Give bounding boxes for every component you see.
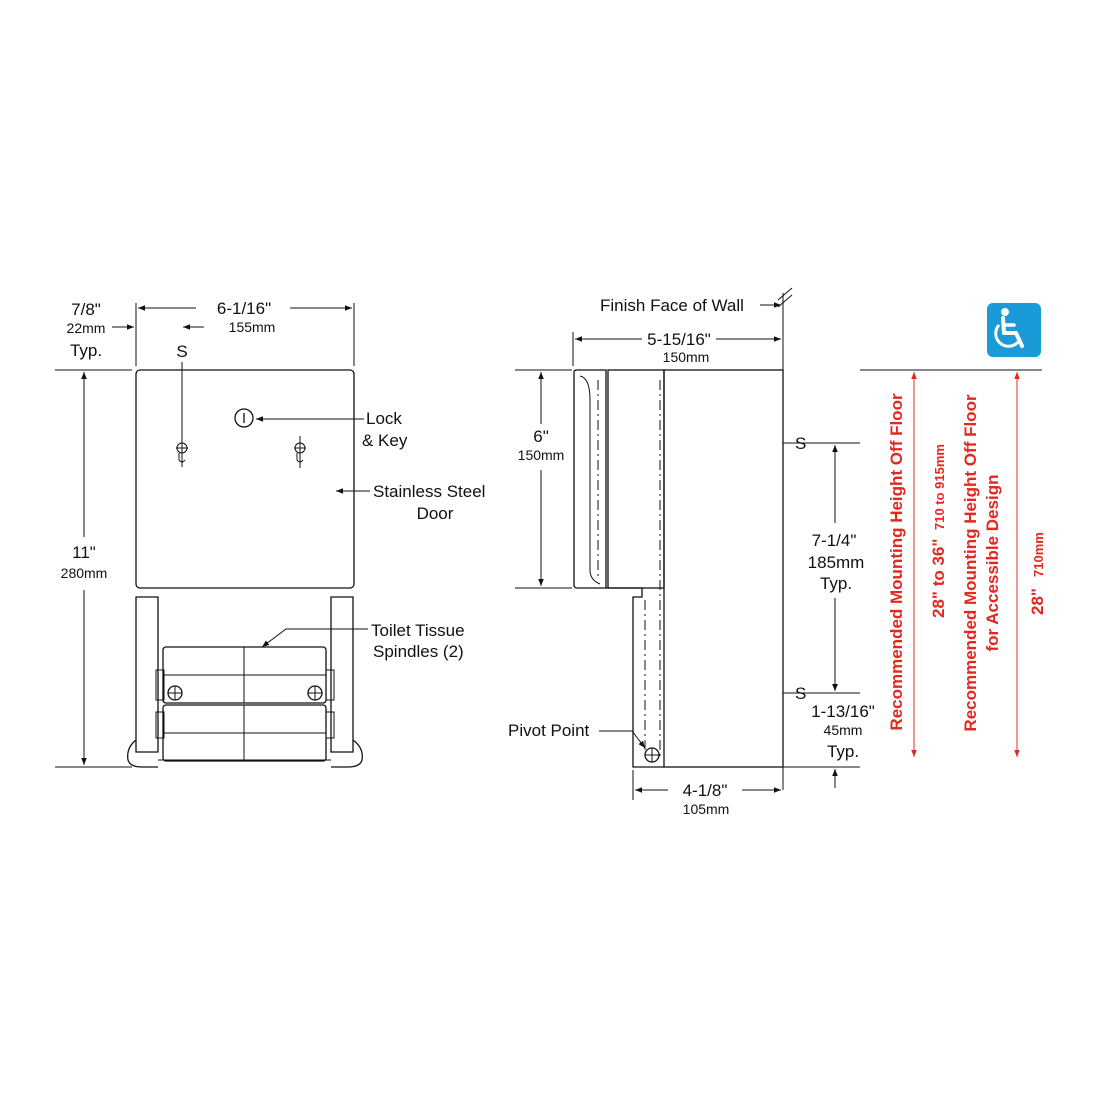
edge-dim-typ: Typ. — [70, 341, 102, 360]
door-height-in: 6" — [533, 427, 549, 446]
accessible-height-mm: 710mm — [1031, 532, 1046, 577]
spacing-dim-in: 7-1/4" — [812, 531, 857, 550]
callout-door-line1: Stainless Steel — [373, 482, 485, 501]
keyhole-slot-right — [294, 436, 306, 468]
pivot-point-icon — [644, 747, 660, 763]
callout-lock-line2: & Key — [362, 431, 408, 450]
door-height-mm: 150mm — [518, 447, 565, 463]
bottom-dim-mm: 45mm — [824, 722, 863, 738]
pivot-label: Pivot Point — [508, 721, 590, 740]
front-view: 7/8" 22mm Typ. 6-1/16" 155mm S 11" 280mm… — [55, 299, 485, 768]
tissue-roll-upper — [155, 646, 335, 704]
edge-dim-mm: 22mm — [67, 320, 106, 336]
stainless-steel-door — [135, 369, 355, 589]
spindle-right-icon — [307, 685, 323, 701]
depth-dim-mm: 150mm — [663, 349, 710, 365]
callout-lock-line1: Lock — [366, 409, 402, 428]
tissue-roll-lower — [155, 704, 335, 762]
side-screw-top: S — [795, 434, 806, 453]
base-dim-in: 4-1/8" — [683, 781, 728, 800]
standard-mounting-label: Recommended Mounting Height Off Floor — [887, 393, 906, 731]
bottom-dim-typ: Typ. — [827, 742, 859, 761]
bottom-dim-in: 1-13/16" — [811, 702, 875, 721]
base-dim-mm: 105mm — [683, 801, 730, 817]
standard-range-in: 28" to 36" — [929, 539, 948, 618]
standard-range-mm: 710 to 915mm — [932, 444, 947, 530]
accessible-mounting-label-2: for Accessible Design — [983, 475, 1002, 652]
front-screw-label: S — [176, 342, 187, 361]
mounting-heights: Recommended Mounting Height Off Floor 28… — [860, 303, 1047, 757]
spindle-left-icon — [167, 685, 183, 701]
depth-dim-in: 5-15/16" — [647, 330, 711, 349]
dispenser-body-side — [573, 369, 784, 768]
lock-icon — [234, 408, 254, 428]
callout-spindle-line1: Toilet Tissue — [371, 621, 465, 640]
height-dim-in: 11" — [72, 543, 96, 562]
spacing-dim-mm: 185mm — [808, 553, 865, 572]
accessible-mounting-label-1: Recommended Mounting Height Off Floor — [961, 394, 980, 732]
spacing-dim-typ: Typ. — [820, 574, 852, 593]
wall-label: Finish Face of Wall — [600, 296, 744, 315]
width-dim-mm: 155mm — [229, 319, 276, 335]
height-dim-mm: 280mm — [61, 565, 108, 581]
keyhole-slot-left — [176, 442, 188, 463]
edge-dim-in: 7/8" — [71, 300, 101, 319]
callout-door-line2: Door — [417, 504, 454, 523]
side-view: Finish Face of Wall 5-15/16" 150mm 6" 15… — [508, 287, 875, 817]
callout-spindle-line2: Spindles (2) — [373, 642, 464, 661]
accessible-height-in: 28" — [1028, 588, 1047, 615]
side-screw-bottom: S — [795, 684, 806, 703]
wheelchair-icon — [987, 303, 1041, 357]
width-dim-in: 6-1/16" — [217, 299, 271, 318]
